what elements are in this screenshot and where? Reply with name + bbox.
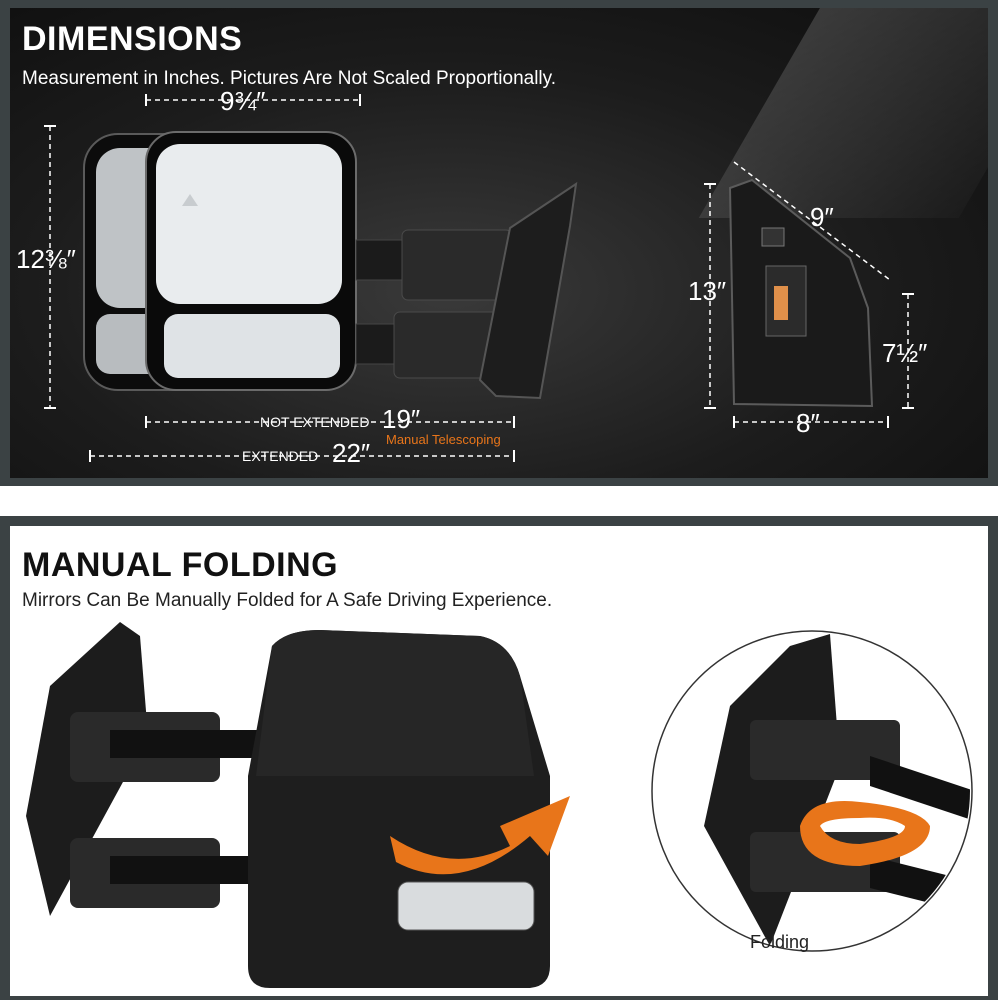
mount-plate-image <box>728 178 874 408</box>
mount-height-label: 13″ <box>688 276 727 306</box>
extended-value: 22″ <box>332 438 371 468</box>
dimensions-subtitle: Measurement in Inches. Pictures Are Not … <box>22 68 557 89</box>
mount-width-label: 8″ <box>796 408 820 438</box>
height-left-label: 12⅜″ <box>16 244 76 274</box>
extended-label: EXTENDED <box>242 448 319 464</box>
width-top-label: 9¾″ <box>220 86 266 116</box>
turn-signal-light <box>397 881 535 931</box>
folding-inset-label: Folding <box>750 932 810 952</box>
folding-panel: MANUAL FOLDING Mirrors Can Be Manually F… <box>0 516 998 1000</box>
not-extended-label: NOT EXTENDED <box>260 414 370 430</box>
mount-diagonal-label: 9″ <box>810 202 834 232</box>
fold-arrow-icon <box>390 796 570 875</box>
folding-title: MANUAL FOLDING <box>22 546 339 584</box>
folding-subtitle: Mirrors Can Be Manually Folded for A Saf… <box>22 590 553 611</box>
not-extended-value: 19″ <box>382 404 421 434</box>
mount-diagonal-line <box>733 161 891 281</box>
rotate-arrow-icon <box>800 801 930 866</box>
folding-illustration <box>26 622 973 988</box>
mount-side-label: 7½″ <box>882 338 928 368</box>
dimensions-panel: DIMENSIONS Measurement in Inches. Pictur… <box>0 0 998 486</box>
folding-background: MANUAL FOLDING Mirrors Can Be Manually F… <box>10 526 988 996</box>
dimensions-illustration <box>44 94 914 462</box>
dimensions-background: DIMENSIONS Measurement in Inches. Pictur… <box>10 8 988 478</box>
mirror-product-image <box>83 131 578 400</box>
dimensions-title: DIMENSIONS <box>22 20 243 58</box>
telescoping-note: Manual Telescoping <box>386 432 501 447</box>
